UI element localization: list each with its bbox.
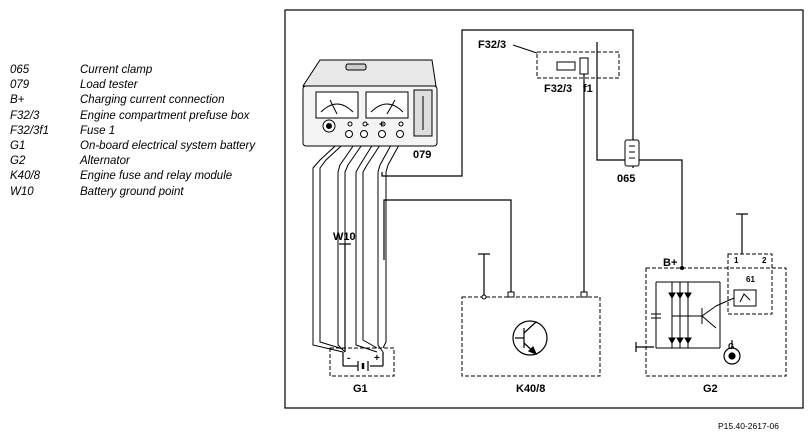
current-clamp [624, 139, 640, 167]
fuse-f1 [579, 57, 589, 75]
legend: 065 Current clamp 079 Load tester B+ Cha… [10, 64, 272, 201]
legend-row-w10: W10 Battery ground point [10, 186, 272, 199]
alternator-g2 [645, 267, 787, 377]
legend-code: F32/3f1 [10, 124, 49, 137]
generator-g: G [728, 342, 734, 351]
legend-code: 079 [10, 79, 30, 92]
regulator-term-2: 2 [762, 256, 767, 265]
load-tester [302, 59, 438, 147]
legend-row-079: 079 Load tester [10, 79, 272, 92]
transistor-symbol [512, 320, 548, 356]
clamp-label: 065 [617, 173, 635, 185]
tester-leads [312, 135, 405, 353]
legend-desc: Engine fuse and relay module [80, 170, 233, 183]
w10-label: W10 [333, 231, 356, 243]
module-label: K40/8 [516, 383, 545, 395]
legend-row-bplus: B+ Charging current connection [10, 94, 272, 107]
fuse-f1-label-a: F32/3 [544, 83, 572, 95]
legend-code: G2 [10, 155, 26, 168]
prefuse-box-label: F32/3 [478, 39, 506, 51]
legend-code: B+ [10, 94, 25, 107]
legend-desc: Fuse 1 [80, 124, 116, 137]
legend-desc: Current clamp [80, 64, 153, 76]
figure-reference: P15.40-2617-06 [718, 421, 779, 431]
legend-code: W10 [10, 185, 34, 198]
legend-row-f32-3f1: F32/3f1 Fuse 1 [10, 125, 272, 138]
legend-row-065: 065 Current clamp [10, 64, 272, 77]
alternator-label: G2 [703, 383, 718, 395]
legend-desc: Charging current connection [80, 94, 225, 107]
battery-plus: + [374, 353, 380, 364]
prefuse-leader [512, 44, 538, 54]
tester-minus: - [366, 119, 369, 129]
generator-symbol [723, 340, 741, 365]
legend-code: F32/3 [10, 109, 40, 122]
battery-label: G1 [353, 383, 368, 395]
tester-label: 079 [413, 149, 431, 161]
legend-desc: Engine compartment prefuse box [80, 109, 250, 122]
diagram-frame [284, 9, 804, 409]
battery-g1 [329, 347, 395, 377]
legend-desc: Load tester [80, 79, 138, 92]
legend-code: K40/8 [10, 170, 41, 183]
legend-desc: On-board electrical system battery [80, 140, 256, 153]
fuse-f1-holder [556, 61, 576, 71]
regulator-term-1: 1 [734, 256, 739, 265]
regulator-box [727, 253, 773, 315]
legend-code: G1 [10, 140, 26, 153]
module-k40-8 [461, 296, 601, 377]
legend-row-k40-8: K40/8 Engine fuse and relay module [10, 170, 272, 183]
legend-code: 065 [10, 64, 30, 76]
regulator-label-61: 61 [746, 275, 755, 284]
battery-minus: - [347, 353, 350, 364]
legend-row-g1: G1 On-board electrical system battery [10, 140, 272, 153]
legend-desc: Battery ground point [80, 185, 184, 198]
tester-plus: + [379, 119, 384, 129]
legend-desc: Alternator [80, 155, 130, 168]
bplus-label: B+ [663, 257, 677, 269]
rectifier-circuit [651, 281, 757, 349]
legend-row-g2: G2 Alternator [10, 155, 272, 168]
legend-row-f32-3: F32/3 Engine compartment prefuse box [10, 110, 272, 123]
prefuse-box [536, 51, 620, 79]
fuse-f1-label-b: f1 [583, 83, 593, 95]
battery-symbol [342, 352, 384, 371]
